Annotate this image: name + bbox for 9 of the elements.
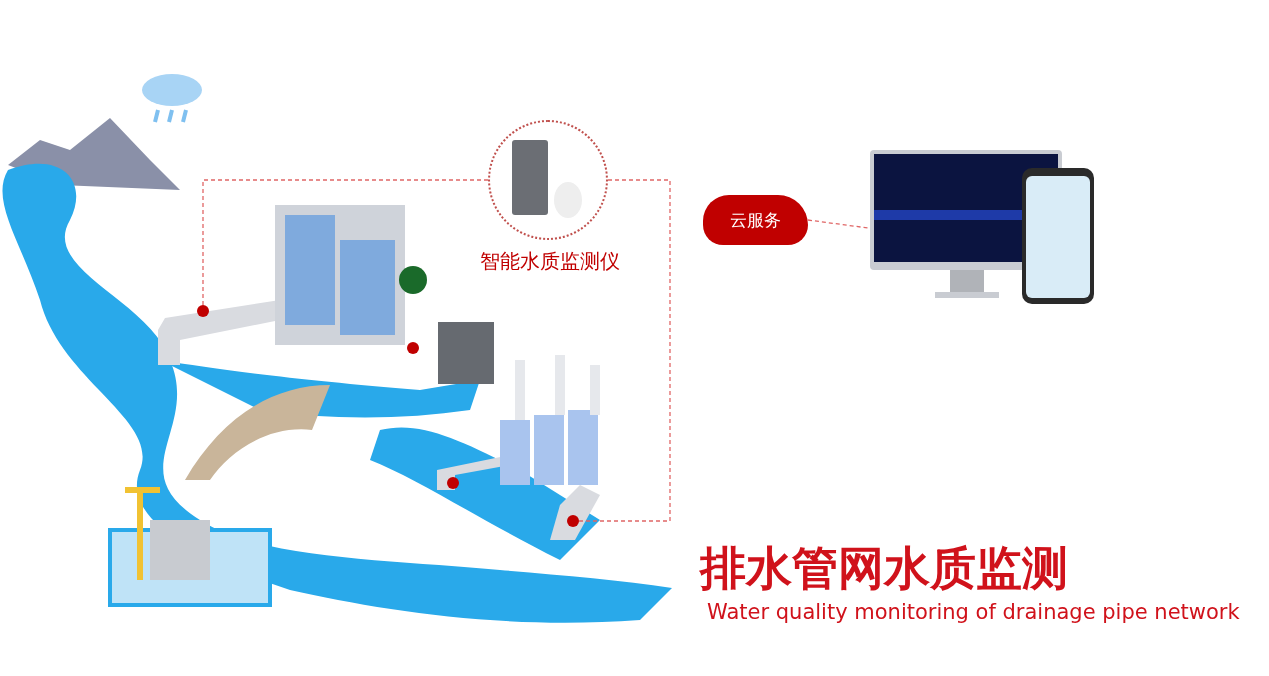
dashed-connector xyxy=(807,219,869,229)
caption: Water quality monitoring of drainage pipe network xyxy=(707,600,1240,624)
title: 排水管网水质监测 xyxy=(700,540,1068,597)
device-label: 智能水质监测仪 xyxy=(479,248,621,275)
dashed-connector xyxy=(578,179,671,522)
monitoring-point-dot xyxy=(197,305,209,317)
monitoring-point-dot xyxy=(407,342,419,354)
dashed-connector xyxy=(202,179,489,306)
cloud-shape: 云服务 xyxy=(703,195,808,245)
